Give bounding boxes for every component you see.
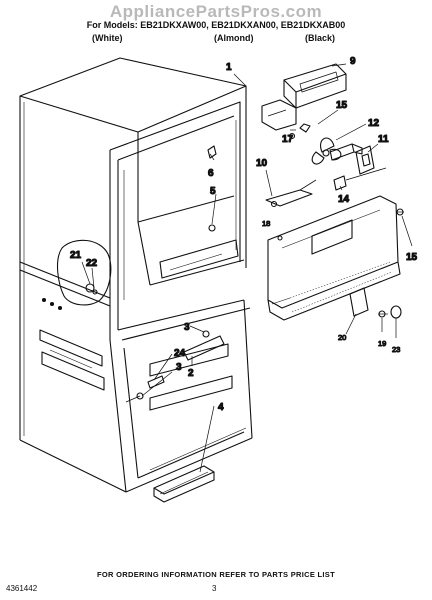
color-almond: (Almond) xyxy=(214,33,254,43)
motor-bracket-part-11 xyxy=(355,145,375,175)
callout-9: 9 xyxy=(350,56,356,67)
callout-5: 5 xyxy=(210,186,216,197)
callout-14: 14 xyxy=(338,194,350,205)
fan-blade-part-12 xyxy=(311,137,363,165)
color-white: (White) xyxy=(92,33,123,43)
callout-10: 10 xyxy=(256,158,268,169)
drain-trough-part xyxy=(125,330,225,403)
callout-19: 19 xyxy=(378,339,386,348)
callout-20: 20 xyxy=(338,333,346,342)
document-number: 4361442 xyxy=(6,584,38,593)
callout-24: 24 xyxy=(174,348,186,359)
heater-part-10 xyxy=(265,179,317,208)
callout-22: 22 xyxy=(86,258,98,269)
callout-12: 12 xyxy=(368,118,380,129)
screw-parts-15-17 xyxy=(288,123,404,216)
thermostat-part-14 xyxy=(333,167,387,191)
liner-part xyxy=(19,57,253,493)
callout-2: 2 xyxy=(188,368,194,379)
page-number: 3 xyxy=(212,584,217,593)
callout-4: 4 xyxy=(218,402,224,413)
callout-1: 1 xyxy=(226,62,232,73)
evaporator-cover-part-18 xyxy=(267,195,401,321)
callout-23: 23 xyxy=(392,345,400,354)
callout-18: 18 xyxy=(262,219,270,228)
leader-lines xyxy=(81,63,413,473)
color-black: (Black) xyxy=(305,33,336,43)
callout-labels: 1 9 15 17 12 11 6 10 5 14 18 15 21 22 20… xyxy=(69,55,418,413)
callout-3-upper: 3 xyxy=(184,322,190,333)
callout-17: 17 xyxy=(282,134,294,145)
control-parts-20-19-23 xyxy=(349,287,402,319)
callout-21: 21 xyxy=(70,250,82,261)
duct-part-9 xyxy=(261,63,347,131)
callout-6: 6 xyxy=(208,168,214,179)
callout-3-lower: 3 xyxy=(176,362,182,373)
model-list: For Models: EB21DKXAW00, EB21DKXAN00, EB… xyxy=(86,20,346,30)
callout-15-right: 15 xyxy=(406,252,418,263)
ordering-note: FOR ORDERING INFORMATION REFER TO PARTS … xyxy=(97,570,335,579)
watermark: AppliancePartsPros.com xyxy=(109,2,323,21)
callout-15-top: 15 xyxy=(336,100,348,111)
callout-11: 11 xyxy=(378,134,389,145)
rail-part-4 xyxy=(153,465,215,503)
